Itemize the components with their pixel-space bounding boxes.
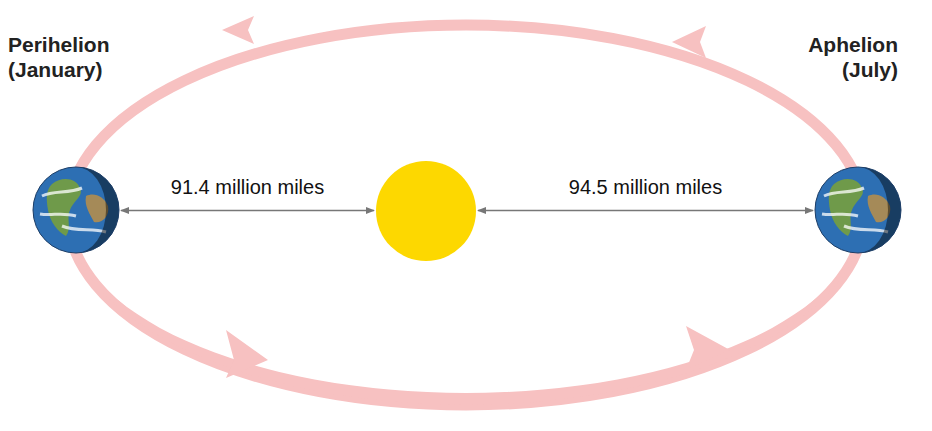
orbit-point-heading: Aphelion (July) bbox=[790, 32, 898, 82]
orbit-thick-part bbox=[68, 215, 864, 405]
earth-illustration bbox=[32, 166, 120, 254]
earth-node: Aphelion (July) bbox=[814, 166, 902, 254]
orbit-arrowhead bbox=[222, 16, 254, 44]
orbit-arrowhead bbox=[672, 26, 706, 58]
sun-illustration bbox=[375, 160, 477, 262]
sun-node bbox=[375, 160, 477, 262]
earth-illustration bbox=[814, 166, 902, 254]
distance-label: 91.4 million miles bbox=[168, 176, 327, 199]
distance-line bbox=[121, 210, 374, 211]
orbit-path bbox=[68, 25, 864, 405]
distance-label: 94.5 million miles bbox=[566, 176, 725, 199]
earth-node: Perihelion (January) bbox=[32, 166, 120, 254]
distance-line bbox=[478, 210, 813, 211]
orbit-arrowhead bbox=[686, 326, 730, 370]
orbit-point-heading: Perihelion (January) bbox=[8, 32, 168, 82]
orbit-arrowhead bbox=[226, 330, 268, 378]
